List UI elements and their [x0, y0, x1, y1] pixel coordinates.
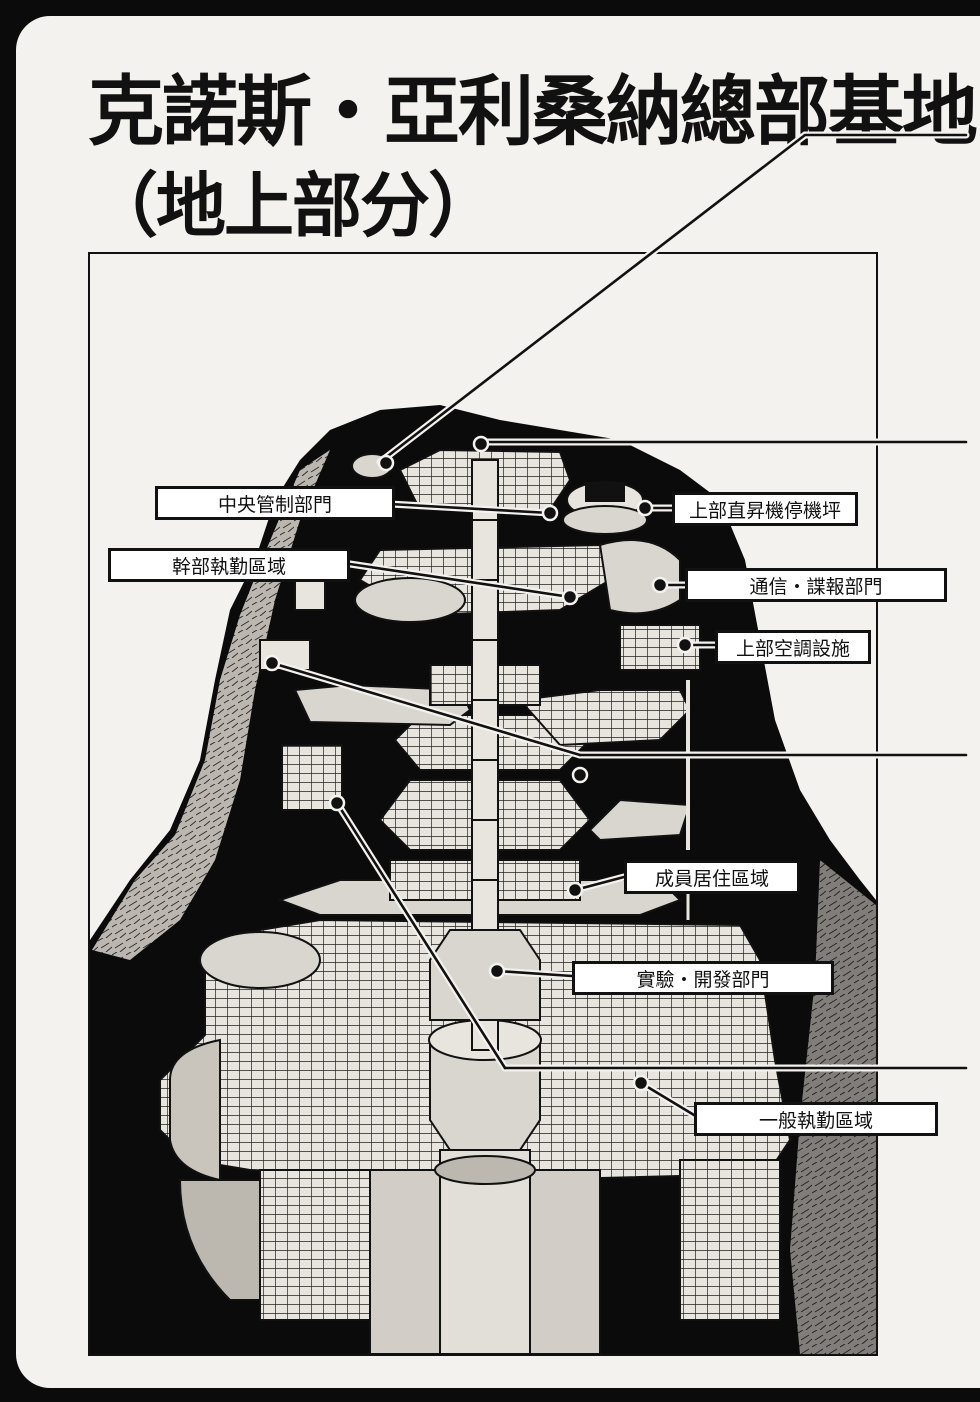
label-central-control: 中央管制部門 — [155, 486, 395, 520]
leader-dots — [263, 435, 694, 1092]
label-general-duty: 一般執勤區域 — [694, 1102, 938, 1136]
label-research-dev: 實驗・開發部門 — [572, 961, 834, 995]
label-upper-heliport: 上部直昇機停機坪 — [672, 492, 858, 526]
label-comm-intel: 通信・諜報部門 — [685, 568, 947, 602]
page-title: 克諾斯・亞利桑納總部基地 — [88, 67, 978, 156]
label-upper-ac: 上部空調設施 — [715, 630, 871, 664]
page-subtitle: （地上部分） — [88, 165, 498, 247]
leader-lines — [268, 131, 970, 1119]
label-executive-area: 幹部執勤區域 — [108, 548, 350, 582]
label-crew-quarters: 成員居住區域 — [624, 860, 800, 894]
